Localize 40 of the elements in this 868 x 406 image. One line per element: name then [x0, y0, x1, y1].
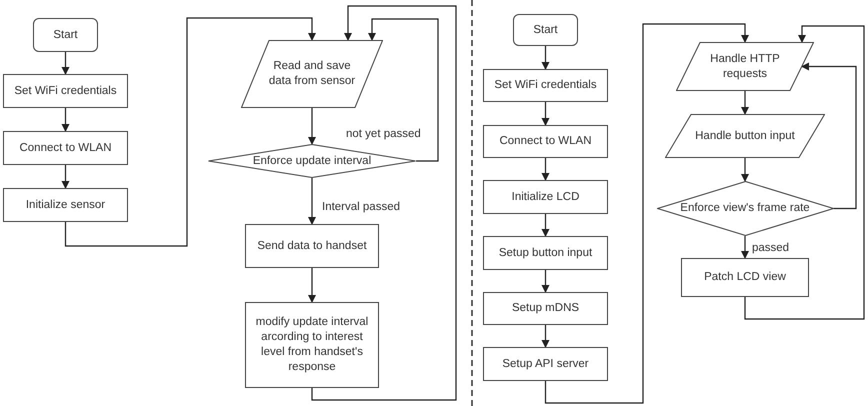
arrow [744, 25, 865, 320]
process-box: Initialize sensor [3, 188, 128, 222]
arrow [64, 17, 316, 247]
arrow [741, 91, 749, 115]
process-box: Patch LCD view [681, 258, 809, 297]
arrow [542, 102, 550, 126]
start-terminal: Start [33, 18, 98, 52]
process-box: Set WiFi credentials [483, 69, 608, 102]
input-output-parallelogram: Read and save data from sensor [241, 40, 383, 108]
process-box: Initialize LCD [483, 180, 608, 214]
process-box: modify update interval arcording to interest level from handset's response [245, 302, 379, 388]
arrow [62, 165, 70, 189]
input-output-parallelogram: Handle button input [665, 114, 825, 158]
input-output-parallelogram: Handle HTTP requests [676, 42, 814, 91]
process-box: Connect to WLAN [483, 125, 608, 158]
arrow [741, 158, 749, 182]
arrow [542, 270, 550, 293]
process-box: Setup button input [483, 236, 608, 270]
decision-diamond: Enforce update interval [208, 144, 416, 178]
arrow [801, 62, 857, 210]
arrow [544, 23, 749, 404]
decision-diamond: Enforce view's frame rate [656, 181, 834, 236]
process-box: Setup mDNS [483, 292, 608, 325]
arrow [311, 5, 457, 401]
start-terminal: Start [513, 14, 578, 46]
arrow [308, 178, 316, 225]
arrow [62, 52, 70, 75]
arrow [542, 46, 550, 70]
arrow [542, 158, 550, 181]
arrow [542, 214, 550, 237]
process-box: Connect to WLAN [3, 131, 128, 165]
arrow [308, 268, 316, 303]
process-box: Set WiFi credentials [3, 74, 128, 108]
process-box: Send data to handset [245, 224, 379, 268]
arrow [542, 325, 550, 348]
arrow [368, 18, 439, 162]
arrow [308, 108, 316, 145]
arrow [62, 108, 70, 132]
arrow [741, 236, 749, 259]
process-box: Setup API server [483, 347, 608, 381]
